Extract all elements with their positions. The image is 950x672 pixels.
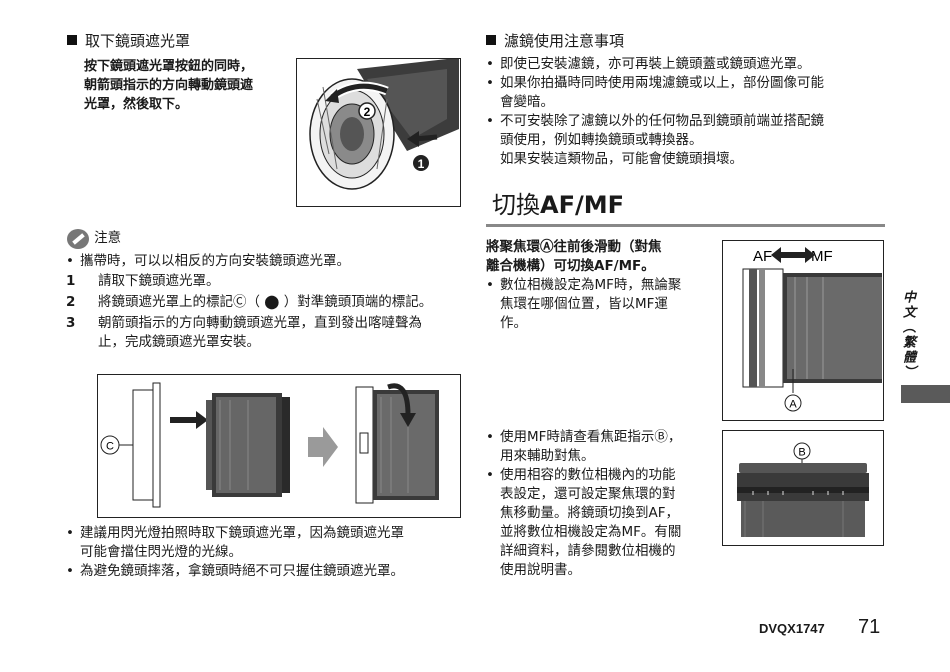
note-bullet: 攜帶時，可以以相反的方向安裝鏡頭遮光罩。 xyxy=(66,252,466,271)
filter-bullets: 即使已安裝濾鏡，亦可再裝上鏡頭蓋或鏡頭遮光罩。 如果你拍攝時同時使用兩塊濾鏡或以… xyxy=(486,55,886,169)
mf-focus-indicator-tip: 使用MF時請查看焦距指示Ⓑ，用來輔助對焦。 xyxy=(486,428,716,466)
marker-b-icon: B xyxy=(793,442,811,460)
svg-text:B: B xyxy=(798,447,805,459)
svg-text:2: 2 xyxy=(364,105,371,119)
afmf-bullets-2: 使用MF時請查看焦距指示Ⓑ，用來輔助對焦。 使用相容的數位相機內的功能表設定，還… xyxy=(486,428,716,580)
double-arrow-icon xyxy=(771,247,815,263)
marker-c-icon: C xyxy=(100,435,120,455)
drop-warning: 為避免鏡頭摔落，拿鏡頭時絕不可只握住鏡頭遮光罩。 xyxy=(66,562,466,581)
filter-bullet-3: 不可安裝除了濾鏡以外的任何物品到鏡頭前端並搭配鏡頭使用，例如轉換鏡頭或轉換器。如… xyxy=(486,112,886,169)
next-step-arrow-icon xyxy=(308,427,338,467)
title-rule xyxy=(486,224,885,227)
callout-2-icon: 2 xyxy=(358,102,376,120)
svg-text:1: 1 xyxy=(418,157,425,171)
remove-hood-instruction: 按下鏡頭遮光罩按鈕的同時， 朝箭頭指示的方向轉動鏡頭遮 光罩，然後取下。 xyxy=(84,59,254,112)
focus-indicator-figure: B xyxy=(722,430,884,546)
note-label: 注意 xyxy=(94,230,122,246)
filter-bullet-1: 即使已安裝濾鏡，亦可再裝上鏡頭蓋或鏡頭遮光罩。 xyxy=(486,55,886,74)
note-header: 注意 xyxy=(67,228,121,250)
flash-warning: 建議用閃光燈拍照時取下鏡頭遮光罩，因為鏡頭遮光罩 可能會擋住閃光燈的光線。 xyxy=(66,524,466,562)
square-bullet-icon xyxy=(486,35,496,45)
focus-ring-illustration: AF MF A xyxy=(742,247,882,412)
model-number: DVQX1747 xyxy=(759,621,825,636)
afmf-title: 切換AF/MF xyxy=(492,191,625,219)
hood-reverse-illustration: C xyxy=(100,382,439,508)
remove-hood-heading: 取下鏡頭遮光罩 xyxy=(67,31,190,51)
marker-a-icon: A xyxy=(784,394,802,412)
svg-text:MF: MF xyxy=(811,248,833,265)
filter-heading: 濾鏡使用注意事項 xyxy=(486,31,624,51)
language-label: 中文（繁體） xyxy=(900,290,915,380)
afmf-figure: AF MF A xyxy=(722,240,884,421)
page-number: 71 xyxy=(858,616,881,638)
lens-hood-illustration: 2 1 xyxy=(309,59,459,190)
afmf-lead: 將聚焦環Ⓐ往前後滑動（對焦 離合機構）可切換AF/MF。 xyxy=(486,239,662,274)
svg-text:AF: AF xyxy=(753,248,772,265)
remove-hood-figure: 2 1 xyxy=(296,58,461,207)
language-tab xyxy=(901,385,950,403)
svg-text:A: A xyxy=(789,399,797,411)
svg-text:C: C xyxy=(106,441,114,453)
square-bullet-icon xyxy=(67,35,77,45)
focus-scale-illustration: B xyxy=(737,442,869,537)
hood-reverse-figure: C xyxy=(97,374,461,518)
bottom-bullets: 建議用閃光燈拍照時取下鏡頭遮光罩，因為鏡頭遮光罩 可能會擋住閃光燈的光線。 為避… xyxy=(66,524,466,581)
pencil-icon xyxy=(67,228,89,249)
callout-1-icon: 1 xyxy=(413,155,429,171)
